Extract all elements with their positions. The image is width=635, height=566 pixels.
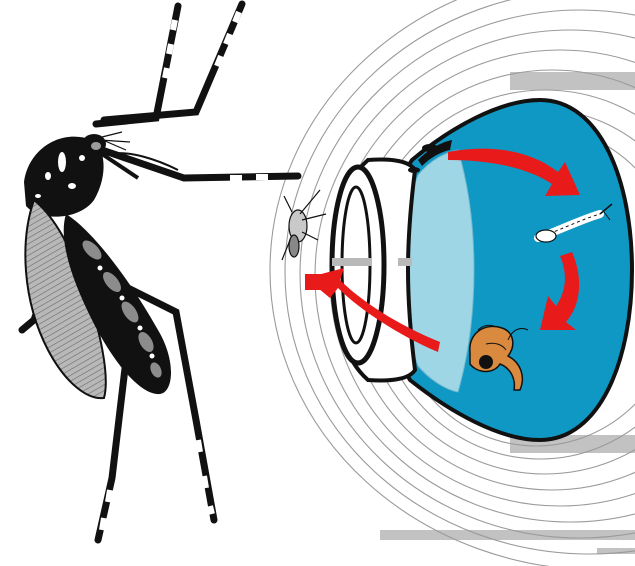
mosquito-icon (282, 190, 326, 260)
mosquito-icon (22, 4, 298, 540)
label-bar (510, 72, 635, 90)
label-bar (380, 530, 635, 540)
